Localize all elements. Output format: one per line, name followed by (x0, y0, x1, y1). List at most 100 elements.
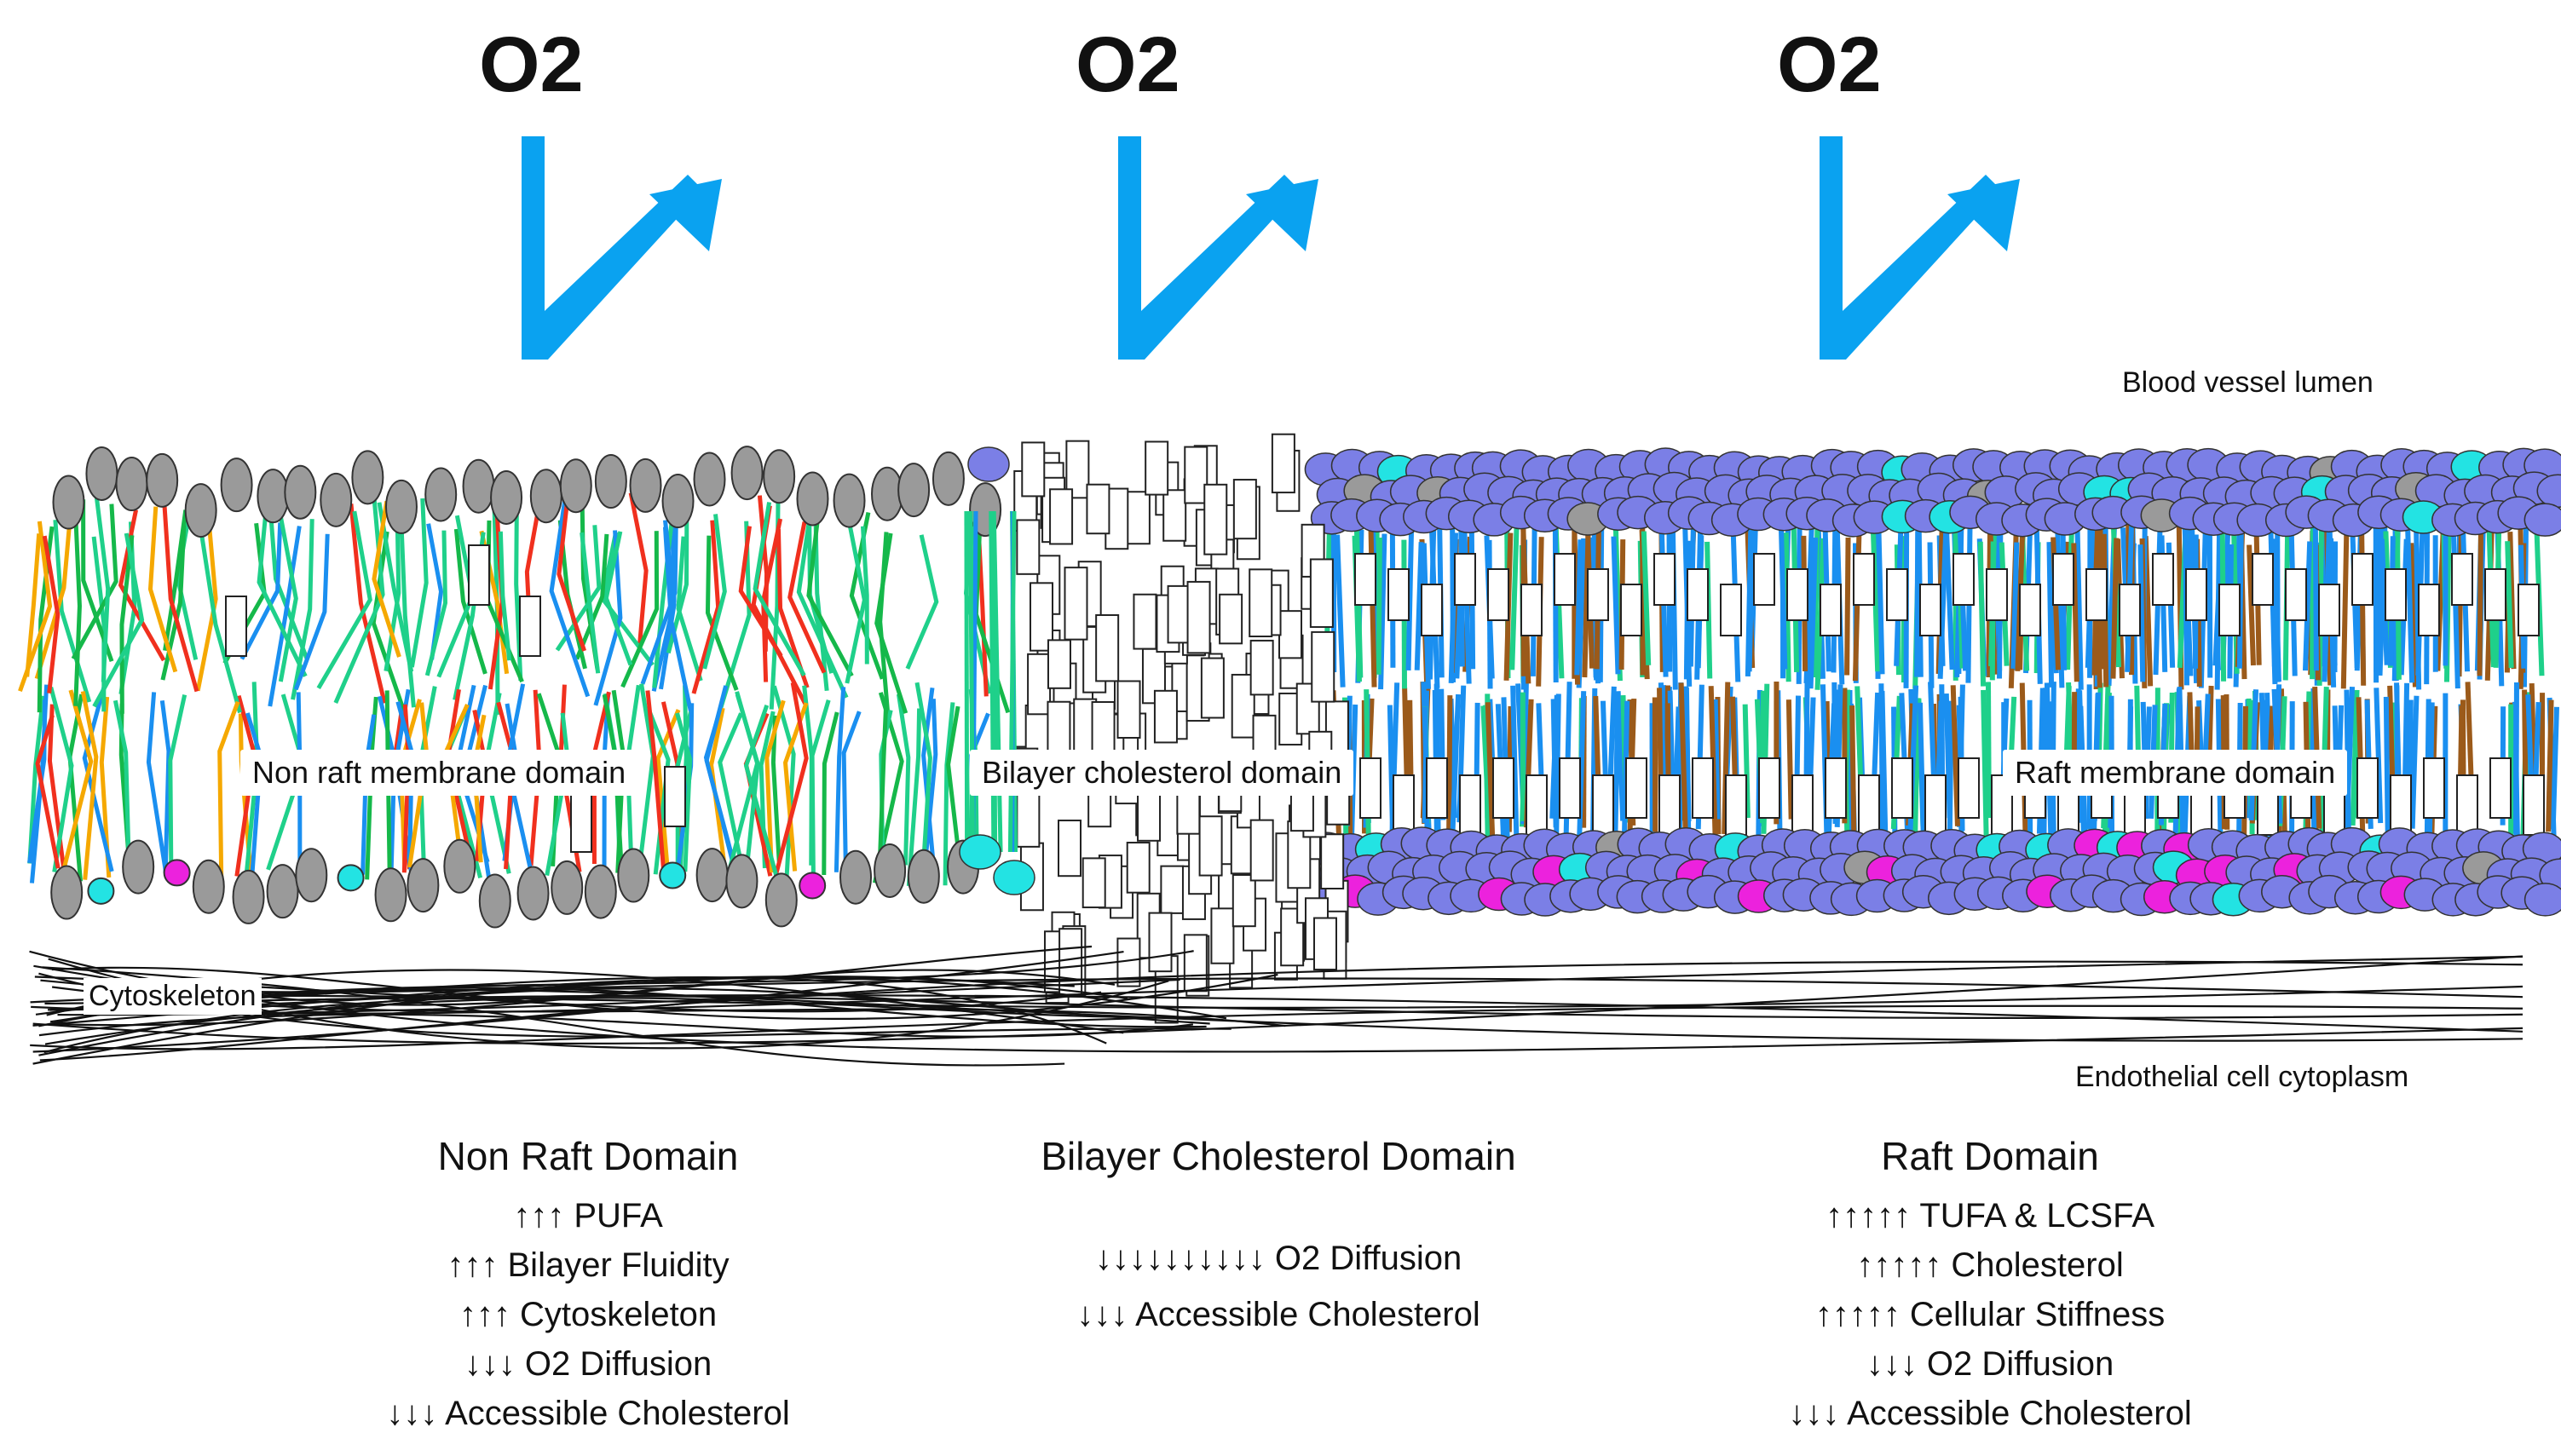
lipid-tail (1387, 705, 1396, 835)
lipid-headgroup (693, 452, 726, 507)
lipid-tail (99, 696, 112, 878)
lipid-tail (774, 682, 809, 875)
cholesterol-icon (1853, 553, 1875, 606)
cholesterol-icon (1687, 568, 1709, 621)
lipid-tail (60, 689, 94, 878)
lipid-headgroup (730, 446, 764, 501)
summary-line: ↑↑↑ PUFA (513, 1197, 663, 1234)
cholesterol-icon (468, 544, 490, 606)
cholesterol-icon (1232, 479, 1257, 540)
lipid-headgroup (2524, 883, 2561, 917)
lipid-tail (25, 533, 42, 677)
cholesterol-icon (1825, 757, 1847, 819)
cholesterol-icon (1184, 446, 1208, 504)
cholesterol-icon (1886, 568, 1908, 621)
summary-line: ↑↑↑↑↑ Cellular Stiffness (1814, 1296, 2166, 1333)
cholesterol-icon (1278, 610, 1303, 659)
lipid-headgroup (529, 469, 562, 524)
cholesterol-icon (2390, 774, 2412, 836)
lipid-tail (372, 500, 401, 658)
cholesterol-icon (1027, 653, 1052, 716)
cholesterol-icon (1249, 639, 1274, 696)
lipid-headgroup (192, 859, 225, 914)
lipid-tail (1742, 704, 1751, 819)
lipid-tail (2408, 543, 2418, 688)
cholesterol-icon (1421, 584, 1443, 636)
cholesterol-icon (1086, 483, 1110, 535)
lipid-headgroup (257, 469, 290, 524)
lipid-headgroup (52, 475, 85, 530)
lipid-tail (72, 505, 82, 706)
lipid-headgroup (87, 877, 115, 905)
lipid-tail (2046, 542, 2055, 688)
lipid-tail (1550, 699, 1559, 828)
lipid-tail (874, 532, 908, 714)
lipid-tail (91, 536, 107, 712)
summary-line: ↑↑↑ Cytoskeleton (459, 1296, 718, 1333)
non-raft-membrane-domain-region (18, 446, 1011, 929)
cholesterol-icon (2185, 568, 2207, 621)
cholesterol-icon (2423, 757, 2445, 819)
lipid-tail (146, 692, 169, 876)
cholesterol-icon (1891, 757, 1913, 819)
cholesterol-icon (2385, 568, 2407, 621)
lipid-headgroup (796, 471, 829, 527)
cholesterol-icon (1758, 757, 1780, 819)
lipid-tail (1510, 685, 1520, 842)
cholesterol-icon (1186, 580, 1211, 654)
lipid-tail (2247, 544, 2256, 666)
lipid-headgroup (695, 848, 729, 903)
lipid-tail (80, 690, 99, 880)
cholesterol-icon (1359, 757, 1381, 819)
lipid-headgroup (220, 458, 253, 513)
lipid-tail (806, 515, 854, 677)
lipid-tail (159, 700, 171, 873)
blood-vessel-lumen-label: Blood vessel lumen (2122, 366, 2374, 399)
cholesterol-icon (1454, 553, 1476, 606)
lipid-tail (877, 700, 889, 879)
lipid-tail (2513, 682, 2519, 842)
bilayer-domain-label: Bilayer cholesterol domain (970, 750, 1354, 796)
cytoskeleton-filament (32, 955, 2524, 1045)
non-raft-summary: Non Raft Domain ↑↑↑ PUFA ↑↑↑ Bilayer Flu… (264, 1133, 912, 1438)
cholesterol-icon (570, 791, 592, 853)
cholesterol-icon (1058, 820, 1082, 878)
bilayer-summary: Bilayer Cholesterol Domain ↓↓↓↓↓↓↓↓↓↓ O2… (955, 1133, 1602, 1343)
lipid-tail (267, 498, 309, 661)
summary-line: ↑↑↑ Bilayer Fluidity (447, 1246, 730, 1284)
raft-domain-label: Raft membrane domain (2003, 750, 2348, 796)
cholesterol-icon (1720, 584, 1742, 636)
lipid-tail (1335, 534, 1346, 688)
lipid-tail (35, 714, 61, 869)
o2-label-right: O2 (1777, 21, 1882, 108)
cholesterol-icon (1016, 519, 1041, 575)
lipid-headgroup (443, 838, 476, 894)
cholesterol-icon (1249, 819, 1274, 882)
lipid-tail (2110, 538, 2120, 679)
lipid-tail (1950, 685, 1960, 826)
lipid-tail (967, 510, 976, 853)
cholesterol-icon (2152, 553, 2174, 606)
lipid-headgroup (407, 858, 440, 913)
lipid-tail (371, 531, 407, 716)
lipid-tail (1985, 682, 1992, 819)
cytoskeleton-filament (51, 966, 1278, 1020)
lipid-tail (702, 514, 727, 670)
lipid-tail (989, 510, 996, 853)
cholesterol-icon (1126, 842, 1151, 894)
lipid-tail (2546, 699, 2554, 832)
lipid-tail (628, 492, 649, 649)
lipid-tail (498, 531, 512, 661)
lipid-tail (705, 535, 739, 691)
lipid-tail (1712, 699, 1721, 820)
lipid-tail (94, 495, 111, 682)
lipid-tail (1917, 702, 1926, 832)
lipid-tail (964, 510, 970, 853)
lipid-headgroup (932, 451, 965, 506)
cholesterol-icon (1520, 584, 1543, 636)
cholesterol-icon (1082, 857, 1106, 909)
lipid-tail (268, 526, 302, 707)
lipid-tail (709, 707, 729, 877)
bilayer-summary-title: Bilayer Cholesterol Domain (1041, 1134, 1516, 1178)
lipid-tail (603, 531, 633, 666)
